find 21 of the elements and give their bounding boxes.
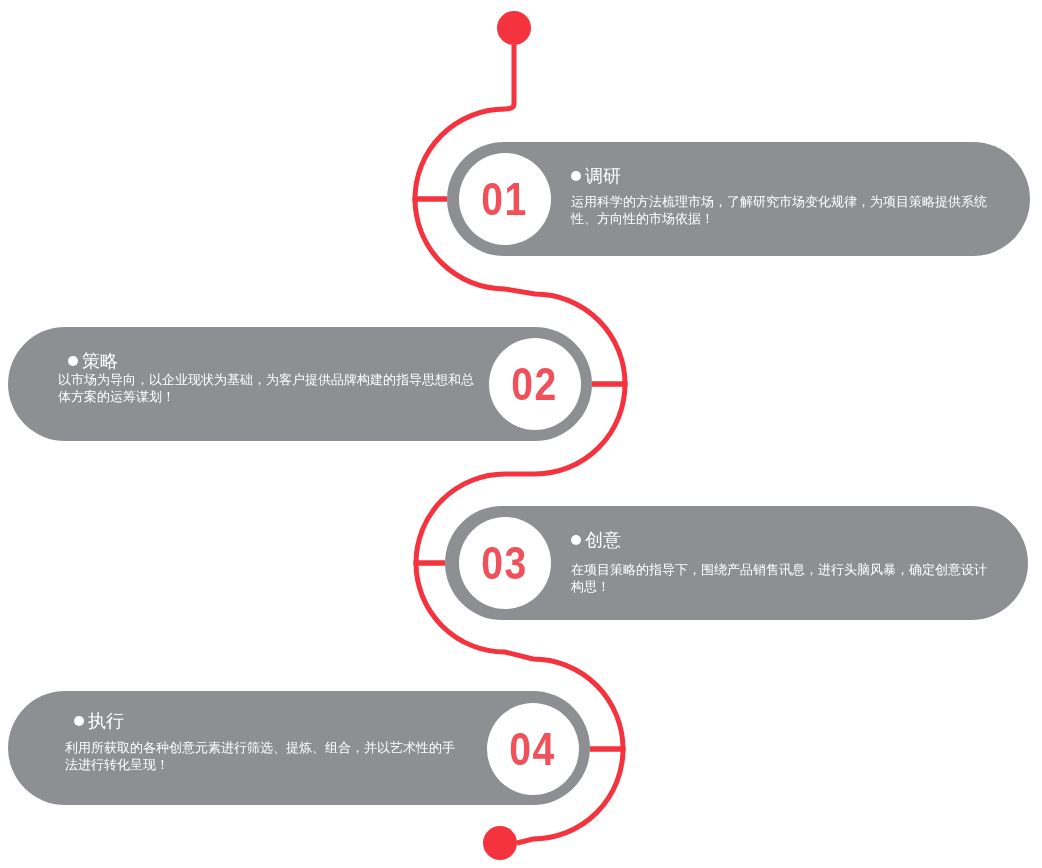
step-number: 04 <box>509 722 557 776</box>
number-circle <box>489 338 581 430</box>
number-circle <box>459 153 551 245</box>
connector-line <box>516 746 626 846</box>
dot <box>483 826 517 860</box>
step-description: 运用科学的方法梳理市场，了解研究市场变化规律，为项目策略提供系统性、方向性的市场依据！ <box>571 193 988 227</box>
connector-line <box>413 560 626 752</box>
step-heading: 执行 <box>88 710 124 732</box>
step-heading: 策略 <box>82 350 118 372</box>
dot <box>497 11 531 45</box>
number-circle <box>459 517 551 609</box>
step-heading: 调研 <box>585 165 621 187</box>
step-description: 利用所获取的各种创意元素进行筛选、提炼、组合，并以艺术性的手法进行转化呈现！ <box>65 739 456 773</box>
step-description: 以市场为导向，以企业现状为基础，为客户提供品牌构建的指导思想和总体方案的运筹谋划！ <box>58 371 475 405</box>
step-number: 02 <box>511 357 559 411</box>
number-circle <box>487 703 579 795</box>
connector-line <box>412 196 628 387</box>
step-number: 03 <box>481 536 529 590</box>
step-number: 01 <box>481 172 529 226</box>
step-description: 在项目策略的指导下，围绕产品销售讯息，进行头脑风暴，确定创意设计构思！ <box>571 561 988 595</box>
step-heading: 创意 <box>585 529 621 551</box>
